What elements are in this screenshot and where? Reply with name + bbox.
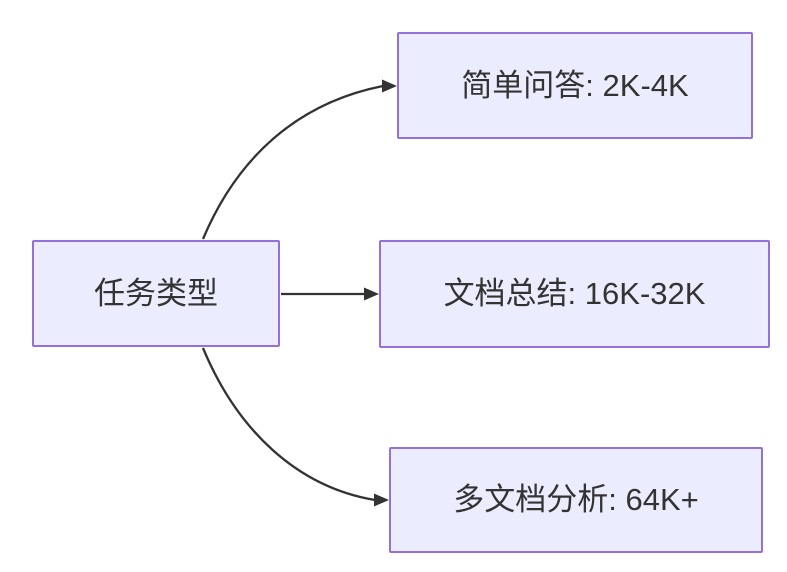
edge-root-to-multi-doc [201,347,376,502]
edge-root-to-simple-qa [201,84,384,240]
node-simple-qa-label: 简单问答: 2K-4K [461,67,689,103]
node-task-type-label: 任务类型 [94,275,218,311]
node-doc-summary: 文档总结: 16K-32K [379,240,770,348]
node-doc-summary-label: 文档总结: 16K-32K [443,276,706,312]
edge-root-to-simple-qa-arrowhead-icon [382,79,397,93]
node-task-type: 任务类型 [32,240,280,347]
node-simple-qa: 简单问答: 2K-4K [397,32,753,139]
node-multi-doc-analysis-label: 多文档分析: 64K+ [453,482,699,518]
node-multi-doc-analysis: 多文档分析: 64K+ [389,447,763,553]
edge-root-to-doc-summary-arrowhead-icon [364,287,379,301]
edge-root-to-multi-doc-arrowhead-icon [374,493,389,507]
